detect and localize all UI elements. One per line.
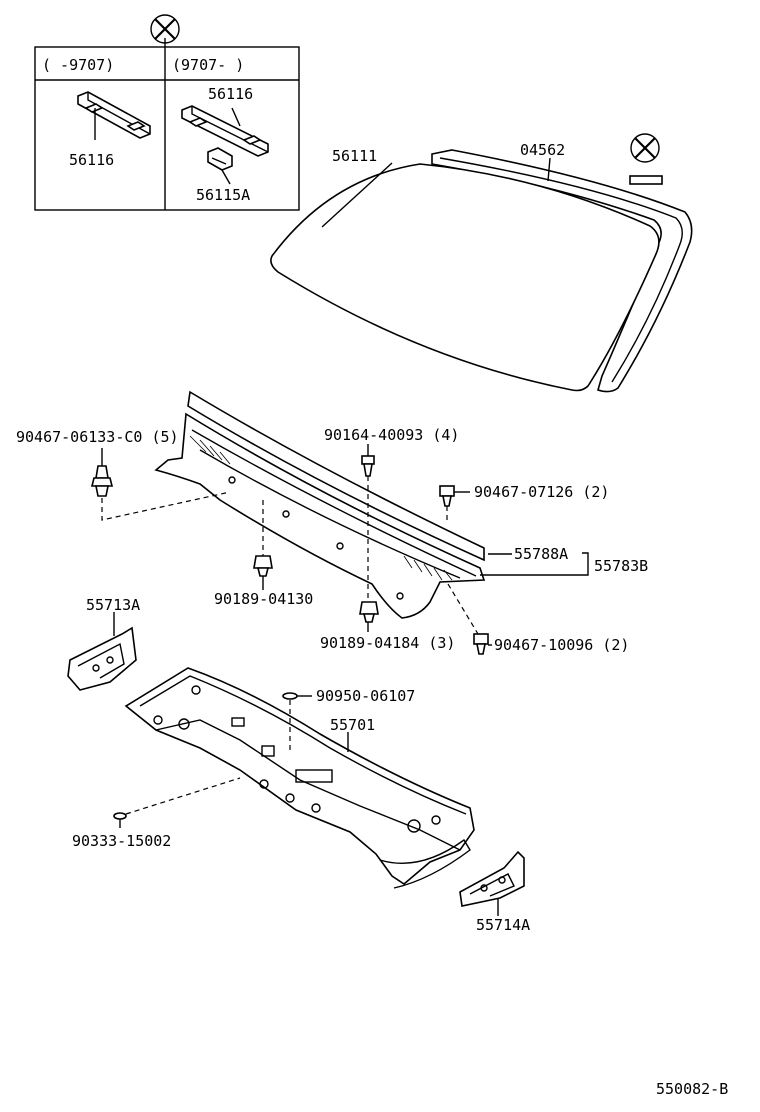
label-bolt-left: 90467-06133-C0 (5)	[16, 428, 179, 446]
plug-icon	[282, 692, 298, 700]
clip-icon	[473, 633, 489, 655]
label-bracket-left: 55713A	[86, 596, 140, 614]
inset-right-top-label: 56116	[208, 85, 253, 103]
label-cowl-panel: 55701	[330, 716, 375, 734]
label-plug-bottom: 90333-15002	[72, 832, 171, 850]
inset-right-bottom-label: 56115A	[196, 186, 250, 204]
do-not-reuse-icon	[630, 133, 660, 163]
cowl-louver	[154, 390, 486, 619]
bracket-right	[459, 850, 525, 907]
label-windshield-glass: 56111	[332, 147, 377, 165]
diagram-code: 550082-B	[656, 1080, 728, 1098]
bolt-icon	[90, 465, 114, 497]
label-plug-top: 90950-06107	[316, 687, 415, 705]
label-clip-bottom: 90467-10096 (2)	[494, 636, 629, 654]
windshield-glass	[270, 149, 693, 393]
label-bracket-right: 55714A	[476, 916, 530, 934]
label-nut-center: 90189-04184 (3)	[320, 634, 455, 652]
cowl-top-panel	[124, 667, 475, 889]
clip-icon	[439, 485, 455, 507]
label-nut-left: 90189-04130	[214, 590, 313, 608]
screw-icon	[361, 455, 375, 477]
label-seal: 55788A	[514, 545, 568, 563]
bracket-left	[67, 626, 137, 691]
label-screw-top: 90164-40093 (4)	[324, 426, 459, 444]
moulding-clip-piece	[629, 175, 663, 185]
nut-icon	[359, 601, 379, 623]
nut-icon	[253, 555, 273, 577]
label-clip-right: 90467-07126 (2)	[474, 483, 609, 501]
inset-left-part-label: 56116	[69, 151, 114, 169]
do-not-reuse-icon	[150, 14, 180, 44]
inset-left-range: ( -9707)	[42, 56, 114, 74]
inset-right-range: (9707- )	[172, 56, 244, 74]
clip-56115a	[207, 147, 233, 185]
label-louver-assy: 55783B	[594, 557, 648, 575]
label-moulding: 04562	[520, 141, 565, 159]
inset-box: ( -9707) (9707- ) 56116 56116	[34, 38, 300, 211]
plug-icon	[113, 812, 127, 820]
clip-56116-right	[181, 105, 269, 157]
clip-56116-left	[77, 91, 151, 140]
